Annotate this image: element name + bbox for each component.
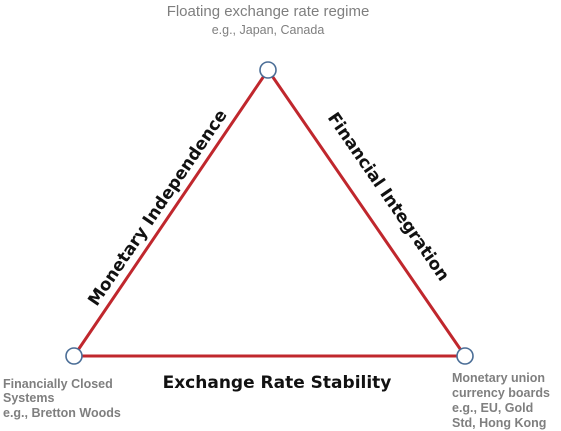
vertex-top-label: Floating exchange rate regime e.g., Japa…	[150, 3, 386, 38]
vertex-bottom-right-node	[456, 347, 474, 365]
vertex-bottom-left-example: e.g., Bretton Woods	[3, 405, 121, 420]
vertex-bottom-left-title: Financially Closed Systems	[3, 377, 113, 406]
vertex-bottom-left-label: Financially Closed Systems e.g., Bretton…	[3, 377, 143, 420]
vertex-top-node	[259, 61, 277, 79]
side-label-right: Financial Integration	[323, 109, 453, 285]
vertex-bottom-right-title: Monetary union currency boards	[452, 371, 550, 400]
vertex-bottom-right-example: e.g., EU, Gold Std, Hong Kong	[452, 401, 547, 430]
side-label-left: Monetary Independence	[84, 106, 231, 310]
vertex-top-example: e.g., Japan, Canada	[211, 22, 325, 37]
vertex-bottom-left-node	[65, 347, 83, 365]
triangle-edges	[72, 68, 467, 358]
vertex-top-title: Floating exchange rate regime	[166, 3, 370, 20]
vertex-bottom-right-label: Monetary union currency boards e.g., EU,…	[452, 371, 560, 431]
side-label-bottom: Exchange Rate Stability	[163, 373, 392, 393]
